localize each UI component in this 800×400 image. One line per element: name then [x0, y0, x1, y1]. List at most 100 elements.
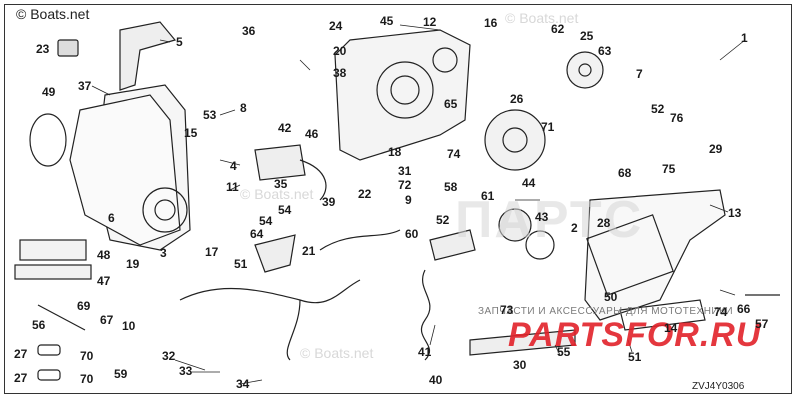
- bolt-56-part: [37, 304, 86, 331]
- callout-40[interactable]: 40: [429, 373, 443, 387]
- callout-39[interactable]: 39: [322, 195, 336, 209]
- callout-57[interactable]: 57: [755, 317, 769, 331]
- lower-case-part: [584, 189, 726, 321]
- callout-49[interactable]: 49: [42, 85, 56, 99]
- callout-76[interactable]: 76: [670, 111, 684, 125]
- callout-70a[interactable]: 70: [80, 349, 94, 363]
- diagram-frame: [4, 4, 792, 394]
- callout-65[interactable]: 65: [444, 97, 458, 111]
- callout-52b[interactable]: 52: [436, 213, 450, 227]
- callout-14[interactable]: 14: [664, 321, 678, 335]
- callout-2[interactable]: 2: [571, 221, 578, 235]
- callout-68[interactable]: 68: [618, 166, 632, 180]
- callout-53[interactable]: 53: [203, 108, 217, 122]
- callout-46[interactable]: 46: [305, 127, 319, 141]
- callout-26[interactable]: 26: [510, 92, 524, 106]
- callout-47[interactable]: 47: [97, 274, 111, 288]
- callout-64[interactable]: 64: [250, 227, 264, 241]
- callout-74b[interactable]: 74: [714, 305, 728, 319]
- callout-54b[interactable]: 54: [259, 214, 273, 228]
- boats-net-watermark-ghost: © Boats.net: [240, 186, 314, 202]
- callout-71[interactable]: 71: [541, 120, 555, 134]
- callout-12[interactable]: 12: [423, 15, 437, 29]
- callout-10[interactable]: 10: [122, 319, 136, 333]
- callout-51a[interactable]: 51: [234, 257, 248, 271]
- callout-34[interactable]: 34: [236, 377, 250, 391]
- callout-33[interactable]: 33: [179, 364, 193, 378]
- o-ring-part: [29, 113, 67, 167]
- callout-30[interactable]: 30: [513, 358, 527, 372]
- callout-5[interactable]: 5: [176, 35, 183, 49]
- callout-19[interactable]: 19: [126, 257, 140, 271]
- callout-23[interactable]: 23: [36, 42, 50, 56]
- callout-36[interactable]: 36: [242, 24, 256, 38]
- callout-11[interactable]: 11: [226, 180, 239, 194]
- callout-21[interactable]: 21: [302, 244, 316, 258]
- callout-43[interactable]: 43: [535, 210, 549, 224]
- control-lever-part: [119, 21, 177, 91]
- callout-31[interactable]: 31: [398, 164, 412, 178]
- lower-cover-part: [69, 94, 181, 246]
- callout-56[interactable]: 56: [32, 318, 46, 332]
- callout-37[interactable]: 37: [78, 79, 92, 93]
- boats-net-watermark-ghost: © Boats.net: [505, 10, 579, 26]
- callout-4[interactable]: 4: [230, 159, 237, 173]
- callout-51b[interactable]: 51: [628, 350, 642, 364]
- callout-27b[interactable]: 27: [14, 371, 28, 385]
- diagram-code: ZVJ4Y0306: [692, 381, 745, 392]
- callout-45[interactable]: 45: [380, 14, 394, 28]
- callout-6[interactable]: 6: [108, 211, 115, 225]
- callout-32[interactable]: 32: [162, 349, 176, 363]
- callout-20[interactable]: 20: [333, 44, 347, 58]
- callout-55[interactable]: 55: [557, 345, 571, 359]
- callout-42[interactable]: 42: [278, 121, 292, 135]
- callout-54a[interactable]: 54: [278, 203, 292, 217]
- callout-1[interactable]: 1: [741, 31, 748, 45]
- callout-75[interactable]: 75: [662, 162, 676, 176]
- ru-shop-banner: ЗАПЧАСТИ И АКСЕССУАРЫ ДЛЯ МОТОТЕХНИКИ: [478, 306, 734, 317]
- callout-58[interactable]: 58: [444, 180, 458, 194]
- lanyard-cord-part: [420, 269, 431, 361]
- wire-harness-part: [179, 279, 361, 304]
- ru-shop-logo: PARTSFOR.RU: [508, 316, 762, 354]
- callout-41[interactable]: 41: [418, 345, 432, 359]
- callout-24[interactable]: 24: [329, 19, 343, 33]
- callout-44[interactable]: 44: [522, 176, 536, 190]
- callout-22[interactable]: 22: [358, 187, 372, 201]
- callout-50[interactable]: 50: [604, 290, 618, 304]
- callout-25[interactable]: 25: [580, 29, 594, 43]
- callout-7[interactable]: 7: [636, 67, 643, 81]
- callout-35[interactable]: 35: [274, 177, 288, 191]
- callout-16[interactable]: 16: [484, 16, 498, 30]
- callout-62[interactable]: 62: [551, 22, 565, 36]
- callout-74a[interactable]: 74: [447, 147, 461, 161]
- callout-63[interactable]: 63: [598, 44, 612, 58]
- callout-66[interactable]: 66: [737, 302, 751, 316]
- callout-17[interactable]: 17: [205, 245, 219, 259]
- callout-8[interactable]: 8: [240, 101, 247, 115]
- ghost-watermark-graphic: ПАРТС: [455, 191, 644, 249]
- callout-72[interactable]: 72: [398, 178, 412, 192]
- callout-73[interactable]: 73: [500, 303, 514, 317]
- callout-29[interactable]: 29: [709, 142, 723, 156]
- callout-15[interactable]: 15: [184, 126, 198, 140]
- callout-59[interactable]: 59: [114, 367, 128, 381]
- callout-61[interactable]: 61: [481, 189, 495, 203]
- callout-38[interactable]: 38: [333, 66, 347, 80]
- callout-27a[interactable]: 27: [14, 347, 28, 361]
- boats-net-watermark: © Boats.net: [16, 6, 90, 22]
- callout-3[interactable]: 3: [160, 246, 167, 260]
- callout-69[interactable]: 69: [77, 299, 91, 313]
- callout-70b[interactable]: 70: [80, 372, 94, 386]
- callout-13[interactable]: 13: [728, 206, 742, 220]
- gear-25-part: [566, 51, 604, 89]
- callout-67[interactable]: 67: [100, 313, 114, 327]
- callout-18[interactable]: 18: [388, 145, 402, 159]
- callout-28[interactable]: 28: [597, 216, 611, 230]
- callout-9[interactable]: 9: [405, 193, 412, 207]
- callout-48[interactable]: 48: [97, 248, 111, 262]
- callout-52a[interactable]: 52: [651, 102, 665, 116]
- callout-60[interactable]: 60: [405, 227, 419, 241]
